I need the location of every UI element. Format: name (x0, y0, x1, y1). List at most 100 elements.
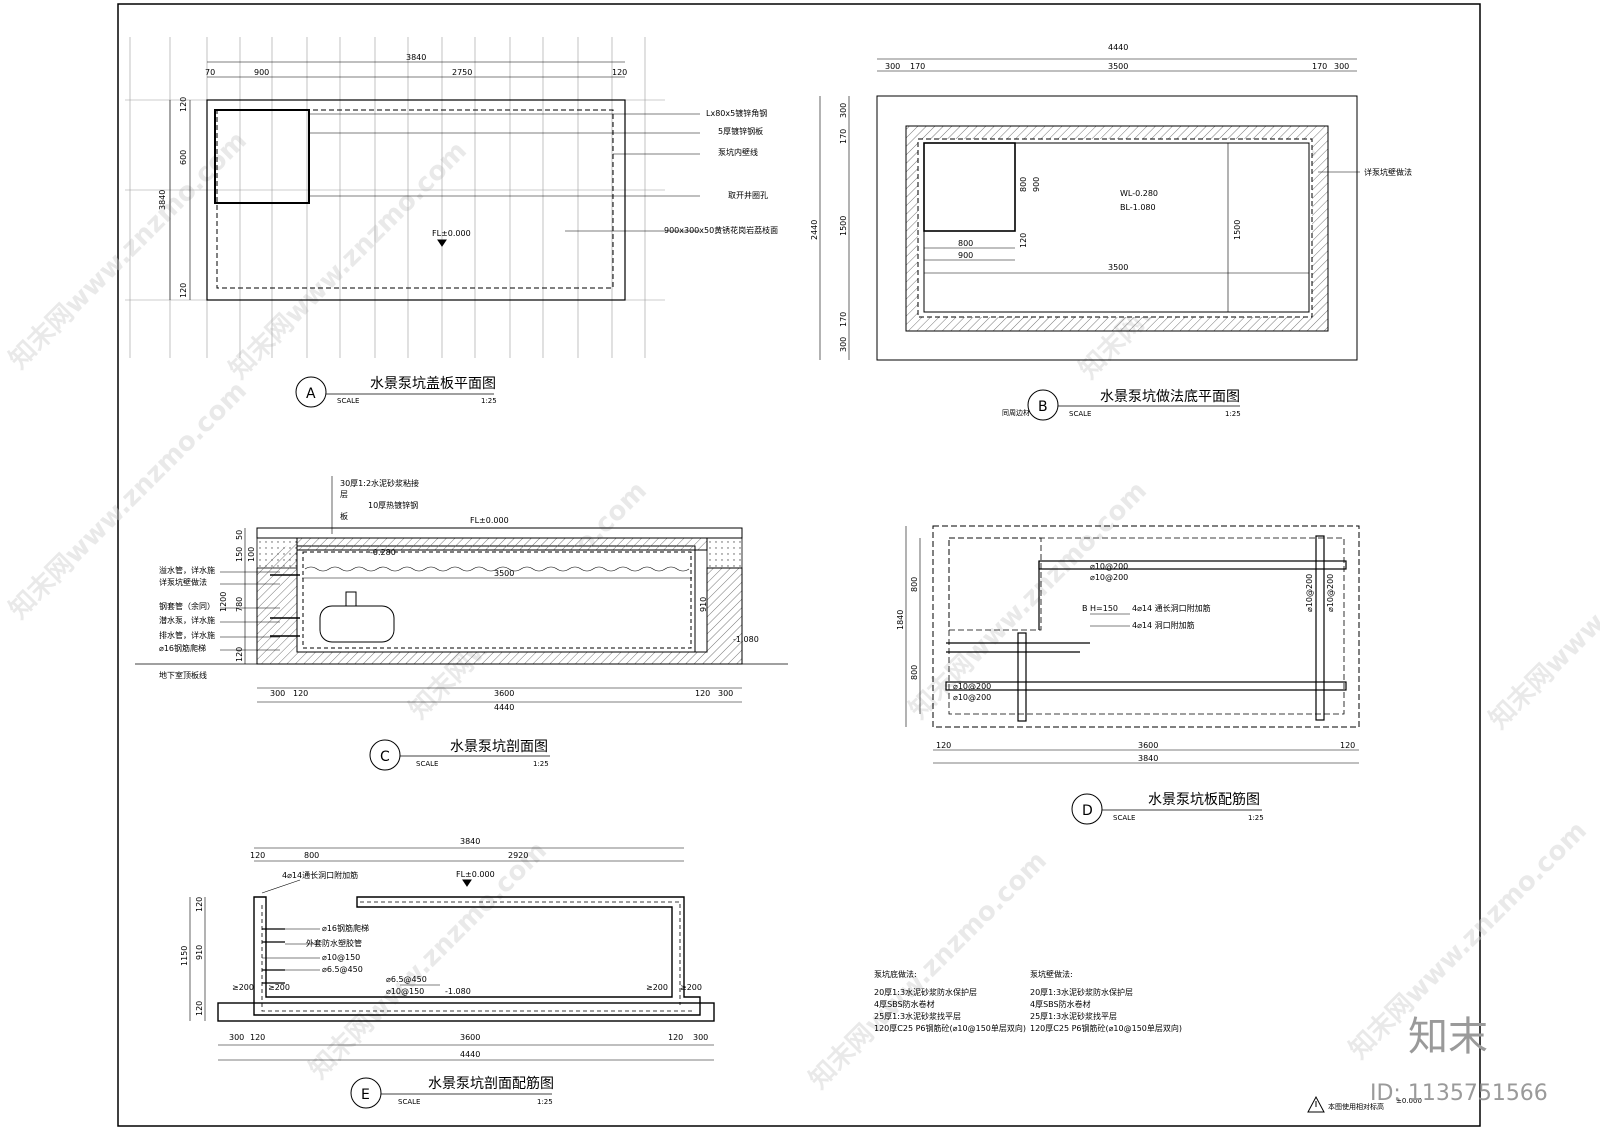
dim-b-v300b: 300 (839, 337, 848, 352)
dim-d-3600: 3600 (1138, 741, 1158, 750)
note-a-4: 取开井圈孔 (728, 190, 768, 200)
dim-b-i800v: 800 (1019, 177, 1028, 192)
dim-c-300b: 300 (718, 689, 733, 698)
scale-d: 1:25 (1248, 814, 1264, 822)
dim-b-i120: 120 (1019, 233, 1028, 248)
callout-circle-a (295, 376, 327, 408)
note-a-1: Lx80x5镀锌角钢 (706, 108, 767, 118)
note-e-9: ≥200 (268, 983, 290, 992)
note-a-5: 900x300x50黄锈花岗岩荔枝面 (664, 225, 778, 235)
fl-label-c: FL±0.000 (470, 516, 509, 525)
dim-b-i800: 800 (958, 239, 973, 248)
footer: 本图使用相对标高 ±0.000 知末 ID: 1135751566 (1307, 1014, 1548, 1113)
fl-label-a: FL±0.000 (432, 229, 471, 238)
dim-c-total: 4440 (494, 703, 514, 712)
zhimo-logo-text: 知末 (1408, 1014, 1488, 1060)
callout-circle-e (350, 1077, 382, 1109)
note-d-7: ⌀10@200 (1326, 574, 1335, 612)
warning-triangle-icon (1307, 1095, 1325, 1113)
scale-label-e: SCALE (398, 1098, 420, 1106)
note-d-1: ⌀10@200 (1090, 562, 1128, 571)
dim-b-300a: 300 (885, 62, 900, 71)
dim-e-v1150: 1150 (180, 946, 189, 966)
scale-label-a: SCALE (337, 397, 359, 405)
dim-b-v2440: 2440 (810, 220, 819, 240)
dim-e-b120b: 120 (668, 1033, 683, 1042)
dim-b-170a: 170 (910, 62, 925, 71)
dim-c-v780: 780 (235, 597, 244, 612)
dim-e-v910: 910 (195, 945, 204, 960)
note-c-left-5: 排水管，详水施 (159, 630, 215, 640)
dim-e-b3600: 3600 (460, 1033, 480, 1042)
dim-c-v150: 150 (235, 547, 244, 562)
scale-label-b: SCALE (1069, 410, 1091, 418)
note-e-3: 外套防水塑胶管 (306, 938, 362, 948)
note-e-11: ≥200 (680, 983, 702, 992)
note-e-6: ⌀6.5@450 (386, 975, 427, 984)
scale-c: 1:25 (533, 760, 549, 768)
bl-label-c: -1.080 (733, 635, 759, 644)
note-a-3: 泵坑内壁线 (718, 147, 758, 157)
footer-id: ID: 1135751566 (1370, 1081, 1548, 1106)
scale-label-c: SCALE (416, 760, 438, 768)
dim-b-i3500: 3500 (1108, 263, 1128, 272)
note-e-10: ≥200 (646, 983, 668, 992)
scale-b: 1:25 (1225, 410, 1241, 418)
dim-c-v1200: 1200 (219, 592, 228, 612)
spec-wall-3: 25厚1:3水泥砂浆找平层 (1030, 1011, 1117, 1021)
dim-e-b300: 300 (229, 1033, 244, 1042)
drawing-e (189, 847, 715, 1061)
spec-bottom-title: 泵坑底做法: (874, 969, 917, 979)
drawing-b-text: 4440 300 170 3500 170 300 2440 300 170 1… (810, 43, 1412, 421)
dim-c-v50: 50 (235, 530, 244, 540)
spec-wall-2: 4厚SBS防水卷材 (1030, 999, 1091, 1009)
dim-c-120a: 120 (293, 689, 308, 698)
dim-d-v1840: 1840 (896, 610, 905, 630)
note-e-4: ⌀10@150 (322, 953, 360, 962)
dim-b-v300a: 300 (839, 103, 848, 118)
title-b: 水景泵坑做法底平面图 (1100, 389, 1240, 405)
title-e: 水景泵坑剖面配筋图 (428, 1075, 554, 1092)
sheet-border (117, 3, 1481, 1127)
footer-level: ±0.000 (1396, 1097, 1422, 1105)
watermark-text: 知末网www.znzmo.com (224, 136, 473, 385)
note-e-7: ⌀10@150 (386, 987, 424, 996)
note-c-top-3: 10厚热镀锌钢 (368, 500, 418, 510)
note-d-6: ⌀10@200 (1305, 574, 1314, 612)
drawing-c-text: 30厚1:2水泥砂浆粘接 层 10厚热镀锌钢 板 FL±0.000 -0.280… (159, 478, 759, 771)
dim-b-total: 4440 (1108, 43, 1128, 52)
callout-circle-d (1071, 793, 1103, 825)
dim-a-v600: 600 (179, 150, 188, 165)
watermark-text: 知末网www.znzmo.com (4, 376, 253, 625)
note-c-left-2: 详泵坑壁做法 (159, 577, 207, 587)
dim-c-inner: 3500 (494, 569, 514, 578)
note-c-left-6: ⌀16钢筋爬梯 (159, 643, 206, 653)
note-e-1: 4⌀14通长洞口附加筋 (282, 870, 358, 880)
bl-label-e: -1.080 (445, 987, 471, 996)
drawing-e-text: 3840 120 800 2920 1150 120 910 120 FL±0.… (180, 837, 708, 1109)
watermark-text: 知末网www.znzmo.com (1484, 486, 1600, 735)
dim-b-i900: 900 (958, 251, 973, 260)
dim-e-total: 4440 (460, 1050, 480, 1059)
spec-bottom-2: 4厚SBS防水卷材 (874, 999, 935, 1009)
dim-c-3600: 3600 (494, 689, 514, 698)
callout-letter-d: D (1082, 803, 1093, 819)
dim-e-v120a: 120 (195, 897, 204, 912)
dim-d-v800a: 800 (910, 577, 919, 592)
note-b: 详泵坑壁做法 (1364, 167, 1412, 177)
dim-e-800: 800 (304, 851, 319, 860)
dim-d-total: 3840 (1138, 754, 1158, 763)
callout-letter-e: E (361, 1087, 370, 1103)
scale-label-d: SCALE (1113, 814, 1135, 822)
subnote-b: 同周边材 (1002, 408, 1030, 417)
dim-e-v120b: 120 (195, 1001, 204, 1016)
dim-d-v800b: 800 (910, 665, 919, 680)
drawing-a (125, 37, 700, 358)
dim-a-2750: 2750 (452, 68, 472, 77)
spec-wall-4: 120厚C25 P6钢筋砼(⌀10@150单层双向) (1030, 1023, 1182, 1033)
note-d-2: ⌀10@200 (1090, 573, 1128, 582)
dim-e-2920: 2920 (508, 851, 528, 860)
note-d-5: 4⌀14 洞口附加筋 (1132, 620, 1195, 630)
dim-b-300b: 300 (1334, 62, 1349, 71)
